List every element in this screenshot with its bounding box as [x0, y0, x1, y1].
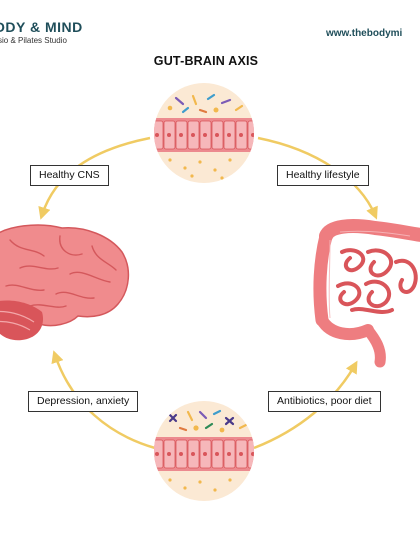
arrow-from-gut	[51, 350, 156, 450]
label-healthy-cns: Healthy CNS	[30, 165, 109, 186]
label-depression-anxiety: Depression, anxiety	[28, 391, 139, 412]
brand-logo: ODY & MIND ysio & Pilates Studio	[0, 20, 83, 45]
healthy-microbiome-icon	[154, 83, 254, 183]
brand-subtitle: ysio & Pilates Studio	[0, 36, 67, 45]
website-url[interactable]: www.thebodymi	[326, 28, 403, 39]
brand-name: ODY & MIND	[0, 19, 83, 35]
label-antibiotics-diet: Antibiotics, poor diet	[268, 391, 381, 412]
brain-icon	[0, 224, 130, 341]
diagram-title: GUT-BRAIN AXIS	[153, 54, 259, 68]
unhealthy-microbiome-icon	[154, 401, 254, 501]
intestine-icon	[313, 219, 420, 368]
label-healthy-lifestyle: Healthy lifestyle	[277, 165, 369, 186]
arrow-to-bottom	[253, 360, 358, 450]
